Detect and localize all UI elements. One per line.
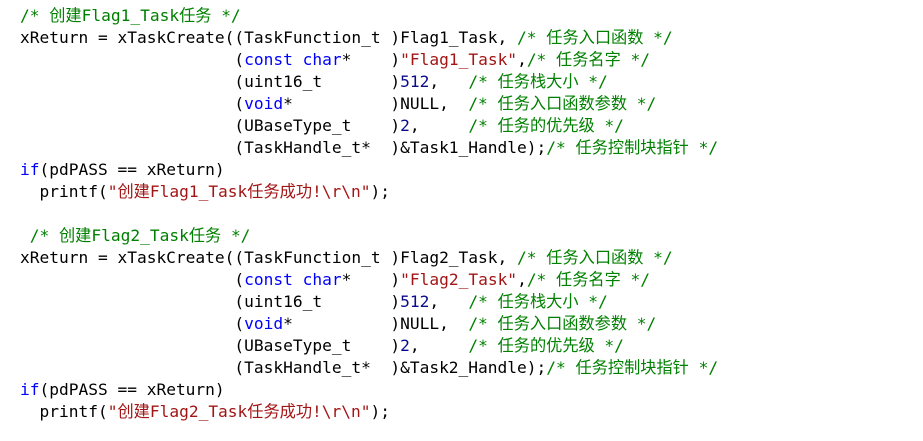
code-token: /* 任务栈大小 */ [468, 72, 608, 91]
code-token: xReturn = xTaskCreate((TaskFunction_t )F… [20, 28, 518, 47]
code-token: if [20, 380, 40, 399]
code-line: if(pdPASS == xReturn) [20, 379, 718, 401]
code-line: /* 创建Flag1_Task任务 */ [20, 5, 718, 27]
code-token [293, 270, 303, 289]
code-token [293, 50, 303, 69]
code-token: /* 任务名字 */ [526, 50, 651, 69]
code-token: "创建Flag2_Task任务成功!\r\n" [107, 402, 371, 421]
code-token: /* 任务入口函数参数 */ [468, 94, 657, 113]
code-token: /* 任务的优先级 */ [468, 116, 624, 135]
code-token: , [517, 50, 527, 69]
code-token: * )NULL, [283, 314, 469, 333]
code-token: xReturn = xTaskCreate((TaskFunction_t )F… [20, 248, 518, 267]
code-token: if [20, 160, 40, 179]
code-token: (uint16_t ) [20, 72, 401, 91]
code-token: /* 创建Flag1_Task任务 */ [20, 6, 241, 25]
code-token: "Flag1_Task" [400, 50, 518, 69]
code-token: * )NULL, [283, 94, 469, 113]
code-line: (TaskHandle_t* )&Task2_Handle);/* 任务控制块指… [20, 357, 718, 379]
code-line: /* 创建Flag2_Task任务 */ [20, 225, 718, 247]
code-token: (TaskHandle_t* )&Task2_Handle); [20, 358, 547, 377]
code-line: (UBaseType_t )2, /* 任务的优先级 */ [20, 335, 718, 357]
code-token [20, 226, 30, 245]
code-token: char [302, 50, 342, 69]
code-token: /* 任务栈大小 */ [468, 292, 608, 311]
code-token: /* 任务入口函数 */ [517, 28, 673, 47]
code-token: (UBaseType_t ) [20, 116, 401, 135]
code-token: /* 任务控制块指针 */ [546, 358, 719, 377]
code-token: const [244, 270, 293, 289]
code-token: /* 任务入口函数 */ [517, 248, 673, 267]
code-token: void [244, 314, 284, 333]
code-line: xReturn = xTaskCreate((TaskFunction_t )F… [20, 27, 718, 49]
code-line: printf("创建Flag2_Task任务成功!\r\n"); [20, 401, 718, 423]
code-line: xReturn = xTaskCreate((TaskFunction_t )F… [20, 247, 718, 269]
code-token: void [244, 94, 284, 113]
code-token: (pdPASS == xReturn) [39, 160, 225, 179]
code-token: * ) [341, 270, 401, 289]
code-token: /* 任务入口函数参数 */ [468, 314, 657, 333]
code-line: (UBaseType_t )2, /* 任务的优先级 */ [20, 115, 718, 137]
code-token: "创建Flag1_Task任务成功!\r\n" [107, 182, 371, 201]
code-token: , [429, 72, 469, 91]
code-token: printf( [20, 402, 108, 421]
code-token: 2 [400, 336, 410, 355]
code-token: ); [370, 182, 391, 201]
code-token: const [244, 50, 293, 69]
code-line [20, 203, 718, 225]
code-token: (pdPASS == xReturn) [39, 380, 225, 399]
code-token: 512 [400, 72, 430, 91]
code-token: 512 [400, 292, 430, 311]
code-token: "Flag2_Task" [400, 270, 518, 289]
code-line: printf("创建Flag1_Task任务成功!\r\n"); [20, 181, 718, 203]
code-token: (UBaseType_t ) [20, 336, 401, 355]
code-token: printf( [20, 182, 108, 201]
code-token: char [302, 270, 342, 289]
code-block: /* 创建Flag1_Task任务 */ xReturn = xTaskCreat… [20, 5, 718, 423]
code-token: /* 任务控制块指针 */ [546, 138, 719, 157]
code-line: (void* )NULL, /* 任务入口函数参数 */ [20, 93, 718, 115]
code-token: ); [370, 402, 391, 421]
code-token: , [409, 116, 469, 135]
code-token: (uint16_t ) [20, 292, 401, 311]
code-token: , [517, 270, 527, 289]
code-line: (TaskHandle_t* )&Task1_Handle);/* 任务控制块指… [20, 137, 718, 159]
code-token: ( [20, 270, 245, 289]
code-token: (TaskHandle_t* )&Task1_Handle); [20, 138, 547, 157]
code-line: if(pdPASS == xReturn) [20, 159, 718, 181]
code-token: /* 任务名字 */ [526, 270, 651, 289]
code-line: (uint16_t )512, /* 任务栈大小 */ [20, 291, 718, 313]
code-token: /* 任务的优先级 */ [468, 336, 624, 355]
code-line: (const char* )"Flag1_Task",/* 任务名字 */ [20, 49, 718, 71]
code-token: , [429, 292, 469, 311]
code-token: ( [20, 50, 245, 69]
code-token: , [409, 336, 469, 355]
code-token: * ) [341, 50, 401, 69]
code-token: 2 [400, 116, 410, 135]
code-line: (void* )NULL, /* 任务入口函数参数 */ [20, 313, 718, 335]
code-line: (const char* )"Flag2_Task",/* 任务名字 */ [20, 269, 718, 291]
code-token: ( [20, 94, 245, 113]
code-token: /* 创建Flag2_Task任务 */ [29, 226, 251, 245]
code-line: (uint16_t )512, /* 任务栈大小 */ [20, 71, 718, 93]
code-token: ( [20, 314, 245, 333]
